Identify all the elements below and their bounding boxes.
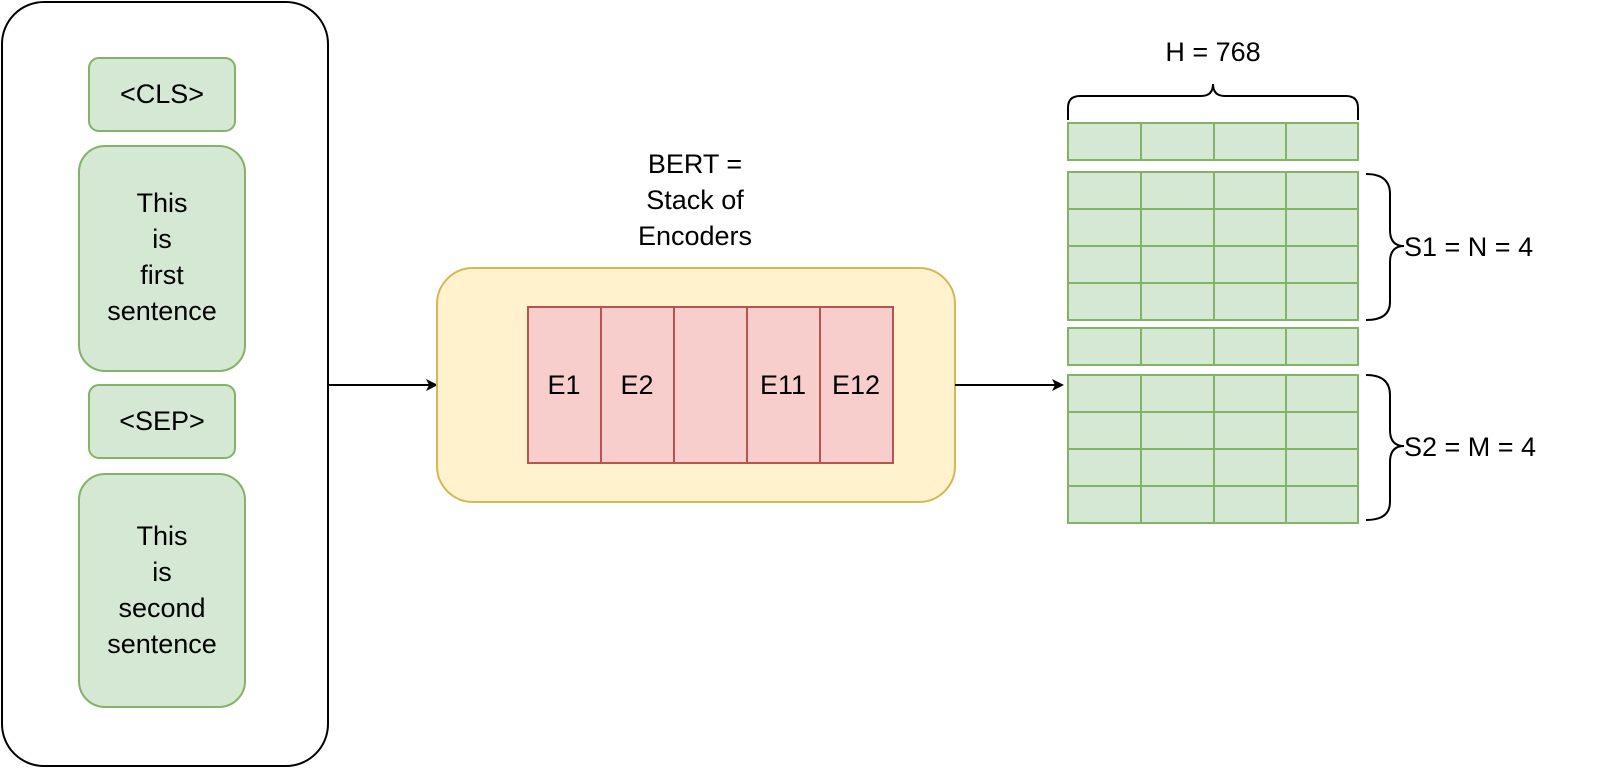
embedding-cell bbox=[1213, 411, 1287, 450]
sentence2-word: second bbox=[118, 593, 205, 623]
encoder-cell bbox=[673, 306, 748, 464]
hidden-size-label: H = 768 bbox=[1165, 37, 1260, 67]
embedding-cell bbox=[1140, 122, 1215, 161]
output-embeddings: H = 768 S1 = N = 4 bbox=[1067, 37, 1536, 524]
embedding-cell bbox=[1067, 374, 1142, 413]
embedding-cell bbox=[1213, 448, 1287, 487]
embedding-cell bbox=[1140, 282, 1215, 321]
embedding-cell bbox=[1140, 327, 1215, 366]
sentence2-embedding-grid bbox=[1067, 374, 1359, 524]
embedding-cell bbox=[1285, 245, 1359, 284]
embedding-cell bbox=[1067, 411, 1142, 450]
embedding-cell bbox=[1067, 448, 1142, 487]
sep-embedding-row bbox=[1067, 327, 1359, 366]
embedding-cell bbox=[1285, 171, 1359, 210]
embedding-cell bbox=[1213, 245, 1287, 284]
sentence2-word: This bbox=[136, 521, 187, 551]
cls-embedding-row bbox=[1067, 122, 1359, 161]
embedding-cell bbox=[1067, 122, 1142, 161]
s1-size-label: S1 = N = 4 bbox=[1404, 232, 1533, 262]
sentence1-word: is bbox=[152, 224, 172, 254]
cls-token-box bbox=[88, 57, 236, 132]
embedding-cell bbox=[1140, 448, 1215, 487]
embedding-cell bbox=[1285, 485, 1359, 524]
s1-brace bbox=[1365, 173, 1405, 321]
encoder-cell bbox=[746, 306, 821, 464]
embedding-cell bbox=[1067, 245, 1142, 284]
encoder-label: E12 bbox=[832, 370, 880, 400]
embedding-cell bbox=[1285, 122, 1359, 161]
bert-title-line: Stack of bbox=[646, 185, 744, 215]
embedding-cell bbox=[1067, 327, 1142, 366]
encoder-label: E1 bbox=[547, 370, 580, 400]
embedding-cell bbox=[1067, 208, 1142, 247]
encoder-cell bbox=[819, 306, 894, 464]
sentence1-box bbox=[78, 145, 246, 372]
embedding-cell bbox=[1285, 448, 1359, 487]
embedding-cell bbox=[1285, 374, 1359, 413]
embedding-cell bbox=[1140, 245, 1215, 284]
embedding-cell bbox=[1140, 171, 1215, 210]
embedding-cell bbox=[1213, 282, 1287, 321]
embedding-cell bbox=[1285, 208, 1359, 247]
sentence1-word: This bbox=[136, 188, 187, 218]
embedding-cell bbox=[1140, 485, 1215, 524]
embedding-cell bbox=[1140, 374, 1215, 413]
embedding-cell bbox=[1285, 282, 1359, 321]
embedding-cell bbox=[1067, 171, 1142, 210]
sep-token-box bbox=[88, 384, 236, 459]
embedding-cell bbox=[1140, 208, 1215, 247]
sentence1-word: sentence bbox=[107, 296, 217, 326]
s2-size-label: S2 = M = 4 bbox=[1404, 432, 1536, 462]
hidden-size-brace bbox=[1067, 83, 1359, 120]
embedding-cell bbox=[1213, 485, 1287, 524]
encoder-cell bbox=[600, 306, 675, 464]
encoder-label: E2 bbox=[620, 370, 653, 400]
embedding-cell bbox=[1213, 171, 1287, 210]
embedding-cell bbox=[1213, 122, 1287, 161]
sentence1-embedding-grid bbox=[1067, 171, 1359, 321]
embedding-cell bbox=[1140, 411, 1215, 450]
embedding-cell bbox=[1213, 327, 1287, 366]
embedding-cell bbox=[1285, 327, 1359, 366]
embedding-cell bbox=[1067, 282, 1142, 321]
bert-title-line: Encoders bbox=[638, 221, 752, 251]
embedding-cell bbox=[1213, 374, 1287, 413]
bert-block: BERT = Stack of Encoders E1 E2 E11 E12 bbox=[436, 149, 956, 503]
encoder-label: E11 bbox=[760, 370, 806, 400]
input-panel: <CLS> This is first sentence <SEP> This … bbox=[1, 1, 329, 767]
cls-token-label: <CLS> bbox=[120, 79, 204, 109]
sentence2-word: is bbox=[152, 557, 172, 587]
sentence1-word: first bbox=[140, 260, 184, 290]
s2-brace bbox=[1365, 374, 1405, 521]
sentence2-word: sentence bbox=[107, 629, 217, 659]
bert-title-line: BERT = bbox=[648, 149, 742, 179]
embedding-cell bbox=[1285, 411, 1359, 450]
sentence2-box bbox=[78, 473, 246, 708]
embedding-cell bbox=[1213, 208, 1287, 247]
embedding-cell bbox=[1067, 485, 1142, 524]
sep-token-label: <SEP> bbox=[119, 406, 205, 436]
